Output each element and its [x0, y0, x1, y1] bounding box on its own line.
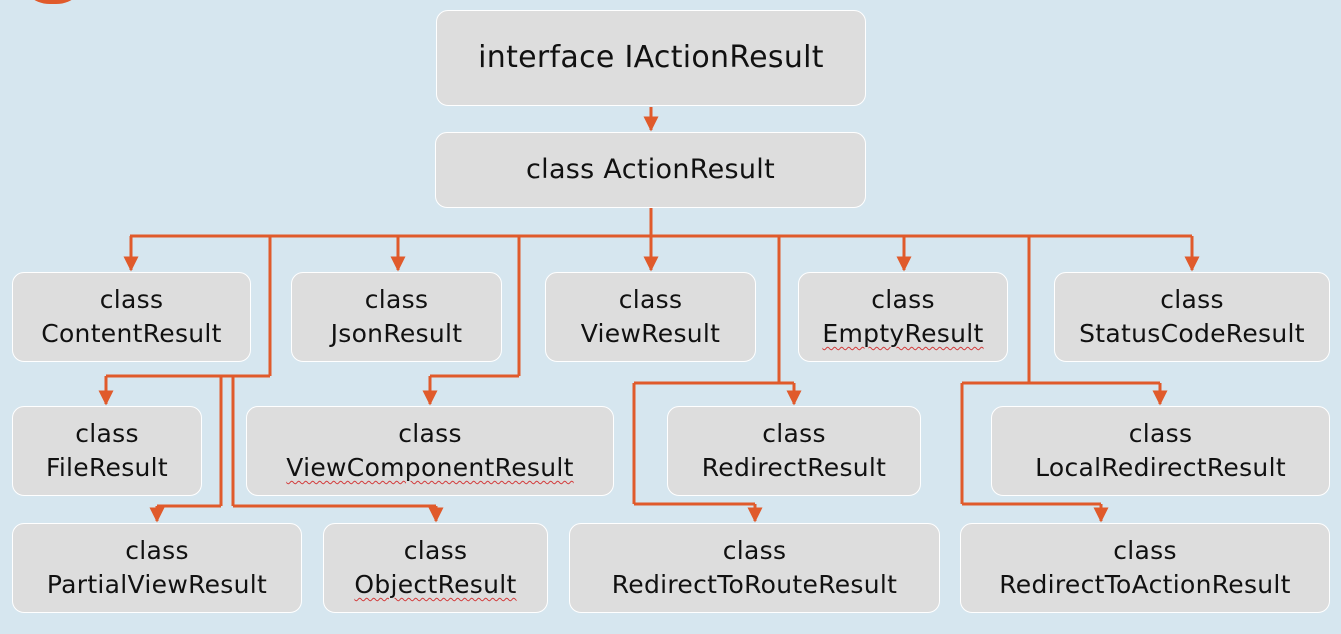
- node-localredirectresult: class LocalRedirectResult: [991, 406, 1330, 496]
- node-keyword: class: [618, 285, 683, 314]
- node-keyword: class: [75, 419, 139, 448]
- node-classname: EmptyResult: [822, 319, 984, 348]
- node-partialviewresult: class PartialViewResult: [12, 523, 302, 613]
- node-fileresult: class FileResult: [12, 406, 202, 496]
- node-classname: FileResult: [45, 453, 169, 482]
- node-keyword: class: [722, 536, 787, 565]
- node-keyword: class: [1113, 536, 1177, 565]
- node-keyword: class: [403, 536, 468, 565]
- node-statuscoderesult: class StatusCodeResult: [1054, 272, 1330, 362]
- node-keyword: class: [364, 285, 429, 314]
- node-redirectresult: class RedirectResult: [667, 406, 921, 496]
- node-classname: RedirectResult: [701, 453, 887, 482]
- node-keyword: class: [762, 419, 826, 448]
- node-classname: RedirectToRouteResult: [611, 570, 898, 599]
- node-keyword: class: [125, 536, 189, 565]
- node-contentresult: class ContentResult: [12, 272, 251, 362]
- node-classname: StatusCodeResult: [1079, 319, 1305, 348]
- node-actionresult: class ActionResult: [435, 132, 866, 208]
- node-redirecttoactionresult: class RedirectToActionResult: [960, 523, 1330, 613]
- node-keyword: class: [1128, 419, 1193, 448]
- node-classname: ContentResult: [41, 319, 222, 348]
- node-label: class ActionResult: [526, 154, 775, 185]
- corner-decoration: [18, 0, 88, 4]
- node-jsonresult: class JsonResult: [291, 272, 502, 362]
- node-label: interface IActionResult: [478, 40, 824, 75]
- node-keyword: class: [871, 285, 935, 314]
- node-objectresult: class ObjectResult: [323, 523, 548, 613]
- node-classname: LocalRedirectResult: [1035, 453, 1286, 482]
- node-classname: ViewResult: [580, 319, 721, 348]
- node-iactionresult: interface IActionResult: [436, 10, 866, 106]
- node-classname: JsonResult: [330, 319, 463, 348]
- node-viewcomponentresult: class ViewComponentResult: [246, 406, 614, 496]
- node-classname: ViewComponentResult: [286, 453, 574, 482]
- node-emptyresult: class EmptyResult: [798, 272, 1008, 362]
- node-keyword: class: [1160, 285, 1224, 314]
- node-keyword: class: [398, 419, 462, 448]
- node-viewresult: class ViewResult: [545, 272, 756, 362]
- node-classname: ObjectResult: [354, 570, 517, 599]
- node-redirecttorouteresult: class RedirectToRouteResult: [569, 523, 940, 613]
- node-classname: RedirectToActionResult: [999, 570, 1291, 599]
- node-classname: PartialViewResult: [46, 570, 268, 599]
- node-keyword: class: [99, 285, 164, 314]
